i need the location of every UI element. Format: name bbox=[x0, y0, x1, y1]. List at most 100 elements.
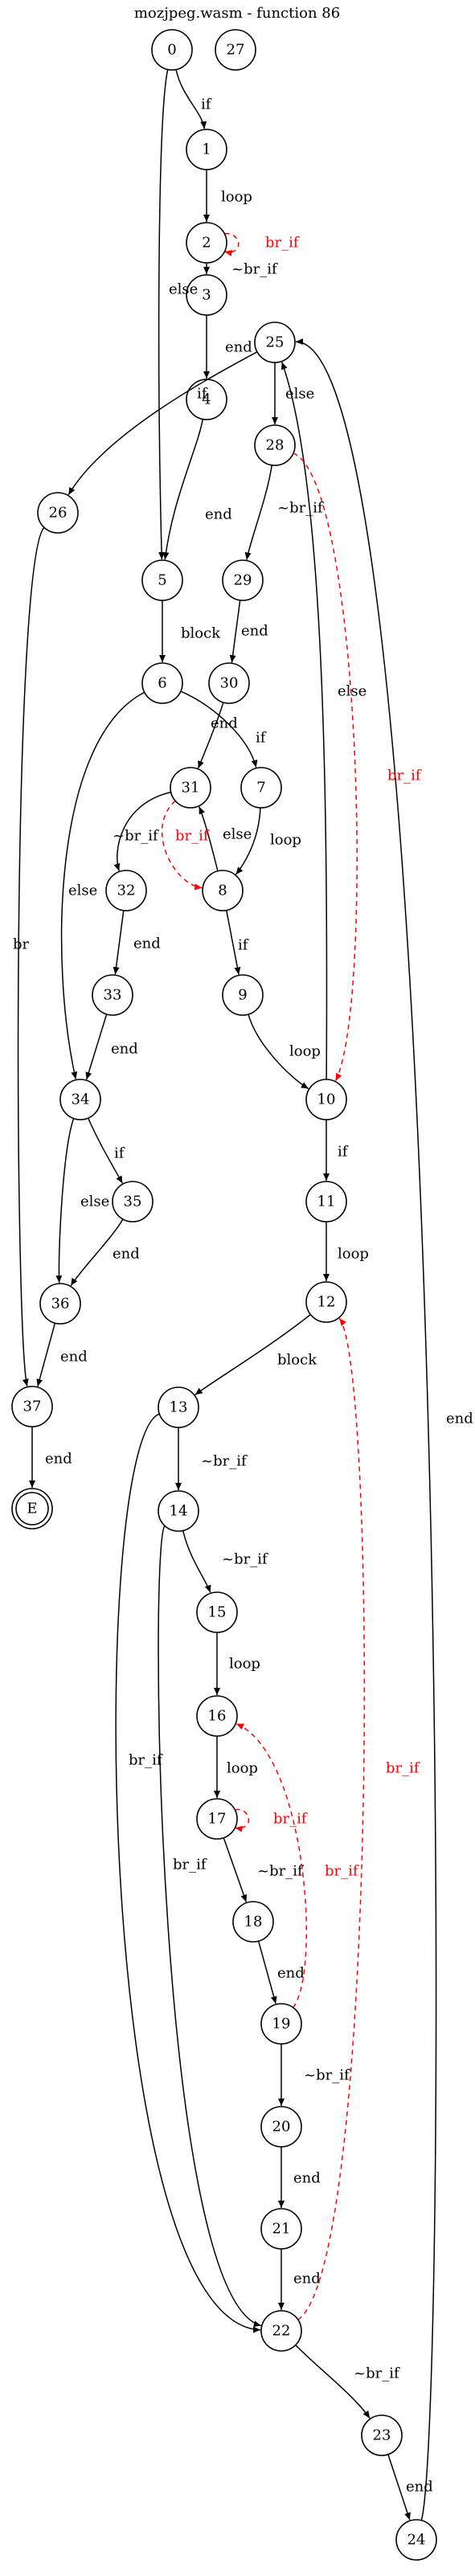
edge-label-n12-n13: block bbox=[277, 1352, 317, 1369]
node-0: 0 bbox=[151, 29, 193, 71]
node-circle bbox=[305, 1181, 347, 1222]
node-label: 10 bbox=[317, 1091, 336, 1108]
node-circle bbox=[305, 1079, 347, 1120]
edge-label-n22-n23: ~br_if bbox=[354, 2365, 400, 2382]
edge-n26-n37 bbox=[17, 526, 45, 1386]
edge-label-n2-n2: br_if bbox=[265, 235, 300, 252]
edge-label-n30-n31: end bbox=[211, 715, 238, 732]
edge-label-n0-n5: else bbox=[169, 281, 198, 298]
edge-label-n34-n35: if bbox=[114, 1145, 125, 1162]
edge-n34-n35 bbox=[88, 1117, 124, 1184]
node-20: 20 bbox=[260, 2106, 302, 2148]
node-circle bbox=[141, 662, 183, 704]
node-label: 7 bbox=[256, 780, 265, 797]
node-5: 5 bbox=[141, 559, 183, 601]
edge-label-n31-n8: br_if bbox=[175, 828, 210, 845]
edge-label-n18-n19: end bbox=[277, 1965, 305, 1982]
node-label: 11 bbox=[317, 1194, 336, 1210]
edge-label-n16-n17: loop bbox=[227, 1760, 258, 1777]
node-34: 34 bbox=[59, 1079, 101, 1120]
node-label: 32 bbox=[117, 883, 136, 899]
edge-n6-n7 bbox=[180, 690, 258, 768]
node-circle bbox=[215, 29, 256, 71]
edge-n6-n34 bbox=[60, 691, 145, 1079]
node-circle bbox=[37, 492, 79, 534]
node-label: 21 bbox=[272, 2221, 291, 2238]
node-label: 15 bbox=[208, 1604, 227, 1621]
edge-n18-n19 bbox=[257, 1940, 277, 2005]
node-circle bbox=[11, 1488, 53, 1530]
edge-label-n11-n12: loop bbox=[338, 1246, 369, 1263]
node-circle bbox=[186, 379, 227, 420]
node-circle bbox=[11, 1386, 53, 1427]
edge-label-n21-n22: end bbox=[293, 2271, 321, 2287]
node-circle bbox=[105, 870, 147, 911]
node-E: E bbox=[11, 1488, 53, 1530]
edge-n0-n5 bbox=[158, 69, 169, 560]
node-label: 1 bbox=[202, 141, 211, 158]
edge-label-n6-n7: if bbox=[256, 730, 267, 747]
edge-n31-n32 bbox=[113, 791, 171, 871]
node-13: 13 bbox=[158, 1386, 199, 1428]
node-label: 3 bbox=[202, 287, 211, 304]
edge-n32-n33 bbox=[113, 910, 125, 975]
edge-label-n3-n4: end bbox=[225, 339, 252, 356]
node-28: 28 bbox=[254, 424, 296, 466]
node-circle bbox=[222, 974, 264, 1016]
node-12: 12 bbox=[305, 1281, 347, 1323]
node-6: 6 bbox=[141, 662, 183, 704]
edge-label-n17-n18: ~br_if bbox=[257, 1863, 304, 1880]
edge-n22-n12 bbox=[297, 1317, 366, 2320]
node-16: 16 bbox=[196, 1695, 238, 1737]
edge-label-n28-n10: br_if bbox=[387, 768, 422, 784]
edge-label-n23-n24: end bbox=[406, 2479, 433, 2496]
node-circle bbox=[92, 974, 133, 1016]
node-label: 16 bbox=[208, 1708, 227, 1725]
node-circle bbox=[260, 2310, 302, 2352]
node-label: 31 bbox=[182, 780, 200, 797]
edge-n4-n5 bbox=[162, 419, 204, 560]
edge-label-n17-n17: br_if bbox=[273, 1811, 308, 1828]
node-inner-circle bbox=[15, 1492, 49, 1526]
node-23: 23 bbox=[361, 2414, 403, 2456]
node-9: 9 bbox=[222, 974, 264, 1016]
node-26: 26 bbox=[37, 492, 79, 534]
edge-label-n36-n37: end bbox=[60, 1349, 88, 1366]
node-3: 3 bbox=[186, 274, 227, 316]
node-11: 11 bbox=[305, 1181, 347, 1222]
node-circle bbox=[186, 222, 227, 264]
edge-label-n20-n21: end bbox=[293, 2170, 321, 2187]
node-circle bbox=[260, 2003, 302, 2045]
edge-n14-n22 bbox=[158, 1525, 262, 2328]
node-label: 8 bbox=[218, 883, 227, 899]
node-27: 27 bbox=[215, 29, 256, 71]
node-circle bbox=[208, 662, 250, 704]
node-circle bbox=[361, 2414, 403, 2456]
edge-n14-n15 bbox=[182, 1530, 211, 1593]
node-4: 4 bbox=[186, 379, 227, 420]
node-label: 34 bbox=[72, 1091, 90, 1108]
edge-label-n28-n29: ~br_if bbox=[277, 500, 324, 517]
edge-label-n24-n25: end bbox=[446, 1411, 473, 1427]
edge-label-n34-n36: else bbox=[80, 1194, 109, 1210]
node-15: 15 bbox=[196, 1591, 238, 1633]
node-label: 30 bbox=[220, 675, 239, 692]
graph-title: mozjpeg.wasm - function 86 bbox=[134, 5, 340, 22]
node-circle bbox=[158, 1386, 199, 1428]
node-label: 13 bbox=[170, 1399, 188, 1416]
edge-n10-n25 bbox=[280, 362, 328, 1080]
node-label: 0 bbox=[167, 42, 176, 59]
edge-label-n32-n33: end bbox=[133, 936, 161, 952]
edge-label-n6-n34: else bbox=[68, 883, 97, 899]
edge-label-n4-n5: end bbox=[205, 506, 232, 523]
node-label: 33 bbox=[104, 987, 122, 1004]
node-circle bbox=[158, 1490, 199, 1532]
node-circle bbox=[260, 2106, 302, 2148]
edge-label-n19-n20: ~br_if bbox=[304, 2067, 350, 2084]
edge-n17-n18 bbox=[223, 1837, 248, 1902]
edge-label-n15-n16: loop bbox=[229, 1656, 260, 1673]
node-label: 29 bbox=[234, 572, 252, 589]
edge-label-n10-n25: else bbox=[338, 683, 366, 700]
node-label: 36 bbox=[51, 1296, 70, 1313]
